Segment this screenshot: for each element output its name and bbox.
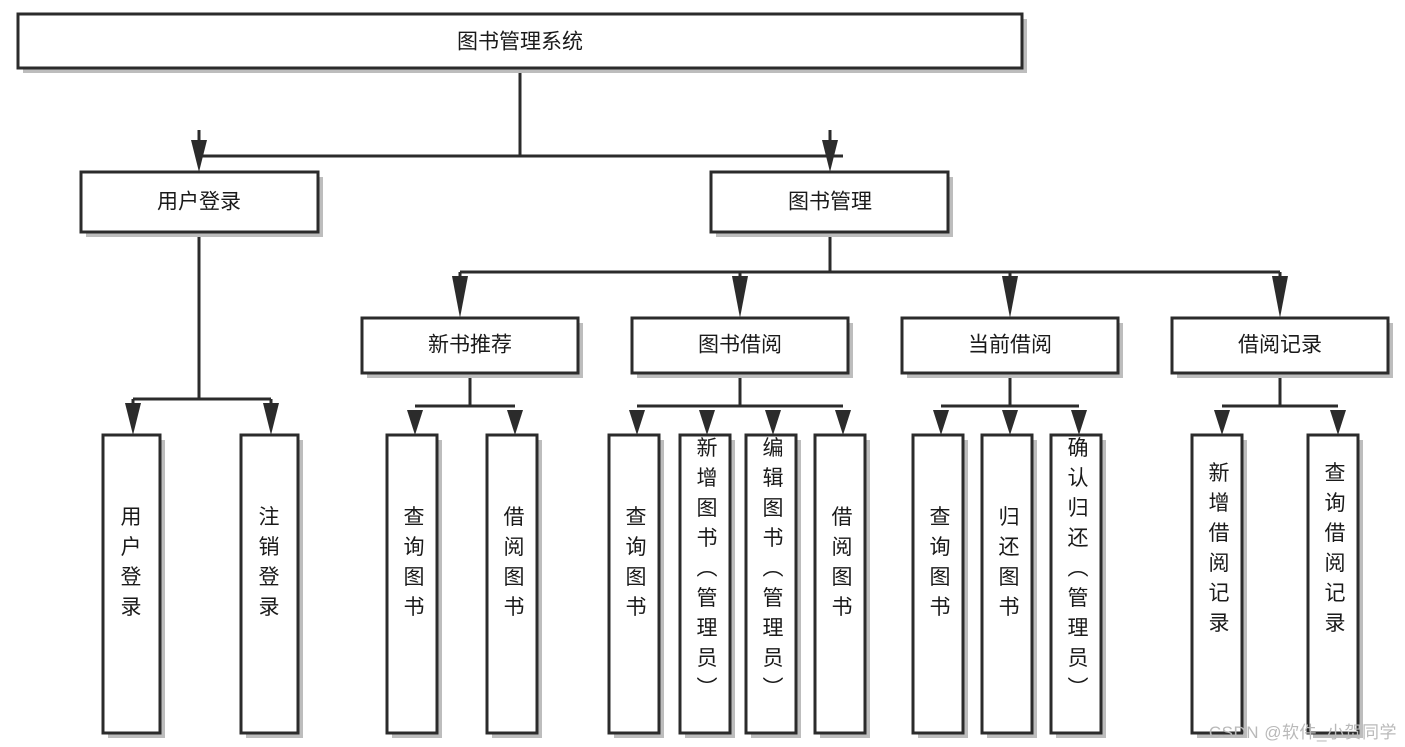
leaf-new-book-query-box[interactable]: [385, 433, 439, 735]
leaf-user-login-login[interactable]: 用户登录: [101, 433, 165, 738]
arrow-head-currentborrow-leaf-2: [1002, 410, 1018, 435]
leaf-user-login-login-box[interactable]: [101, 433, 162, 735]
arrow-head-newbook-leaf-2: [507, 410, 523, 435]
arrow-head-borrowrecord-leaf-2: [1330, 410, 1346, 435]
leaf-current-borrow-query-box[interactable]: [911, 433, 965, 735]
arrow-head-bookborrow-leaf-2: [699, 410, 715, 435]
arrow-head-borrow-record: [1272, 276, 1288, 318]
node-root[interactable]: 图书管理系统: [16, 12, 1027, 73]
leaf-new-book-borrow-box[interactable]: [485, 433, 539, 735]
leaf-new-book-borrow-label: 借阅图书: [504, 506, 525, 619]
arrow-head-book-borrow: [732, 276, 748, 318]
node-new-book-recommend-box[interactable]: [360, 316, 580, 375]
node-root-box[interactable]: [16, 12, 1024, 70]
leaf-borrow-record-add-box[interactable]: [1190, 433, 1244, 735]
leaf-new-book-query[interactable]: 查询图书: [385, 433, 442, 738]
leaf-current-borrow-confirm-label: 确认归还︵管理员︶: [1068, 437, 1089, 700]
leaf-user-login-logout-box[interactable]: [239, 433, 300, 735]
leaf-borrow-record-query[interactable]: 查询借阅记录: [1306, 433, 1363, 738]
leaf-current-borrow-return-label: 归还图书: [999, 506, 1020, 619]
arrow-head-user-login: [191, 140, 207, 172]
leaf-user-login-logout-label: 注销登录: [259, 506, 280, 619]
leaf-book-borrow-edit[interactable]: 编辑图书︵管理员︶: [744, 433, 801, 738]
node-current-borrow[interactable]: 当前借阅: [900, 316, 1123, 378]
leaf-borrow-record-query-label: 查询借阅记录: [1325, 462, 1346, 635]
arrow-head-bookborrow-leaf-3: [765, 410, 781, 435]
node-borrow-record-box[interactable]: [1170, 316, 1390, 375]
leaf-book-borrow-query-box[interactable]: [607, 433, 661, 735]
leaf-current-borrow-return[interactable]: 归还图书: [980, 433, 1037, 738]
arrow-head-currentborrow-leaf-3: [1071, 410, 1087, 435]
leaf-new-book-query-label: 查询图书: [404, 506, 425, 619]
leaf-current-borrow-confirm-box[interactable]: [1049, 433, 1103, 735]
leaf-book-borrow-add-box[interactable]: [678, 433, 732, 735]
leaf-book-borrow-add[interactable]: 新增图书︵管理员︶: [678, 433, 735, 738]
leaf-book-borrow-edit-box[interactable]: [744, 433, 798, 735]
arrow-head-bookborrow-leaf-1: [629, 410, 645, 435]
node-root-label: 图书管理系统: [457, 31, 583, 54]
node-user-login-box[interactable]: [79, 170, 320, 234]
arrow-head-newbook-leaf-1: [407, 410, 423, 435]
leaf-current-borrow-query[interactable]: 查询图书: [911, 433, 968, 738]
arrow-head-currentborrow-leaf-1: [933, 410, 949, 435]
leaf-current-borrow-confirm[interactable]: 确认归还︵管理员︶: [1049, 433, 1106, 738]
arrow-head-current-borrow: [1002, 276, 1018, 318]
leaf-book-borrow-borrow[interactable]: 借阅图书: [813, 433, 870, 738]
leaf-borrow-record-add[interactable]: 新增借阅记录: [1190, 433, 1247, 738]
leaf-current-borrow-return-box[interactable]: [980, 433, 1034, 735]
leaf-current-borrow-query-label: 查询图书: [930, 506, 951, 619]
arrow-head-leaf-logout: [263, 403, 279, 435]
node-current-borrow-box[interactable]: [900, 316, 1120, 375]
node-borrow-record-label: 借阅记录: [1238, 334, 1322, 357]
leaf-book-borrow-edit-label: 编辑图书︵管理员︶: [763, 437, 784, 700]
node-current-borrow-label: 当前借阅: [968, 334, 1052, 357]
arrow-head-borrowrecord-leaf-1: [1214, 410, 1230, 435]
leaf-book-borrow-add-label: 新增图书︵管理员︶: [697, 437, 718, 700]
arrow-head-book-manage: [822, 140, 838, 172]
connector-group: [125, 68, 1346, 435]
node-user-login[interactable]: 用户登录: [79, 170, 323, 237]
arrow-head-new-book: [452, 276, 468, 318]
node-book-manage[interactable]: 图书管理: [709, 170, 953, 237]
node-new-book-recommend-label: 新书推荐: [428, 334, 512, 357]
node-book-manage-box[interactable]: [709, 170, 950, 234]
node-user-login-label: 用户登录: [157, 191, 241, 214]
leaf-borrow-record-query-box[interactable]: [1306, 433, 1360, 735]
node-book-borrow-label: 图书借阅: [698, 334, 782, 357]
arrow-head-bookborrow-leaf-4: [835, 410, 851, 435]
leaf-book-borrow-borrow-label: 借阅图书: [832, 506, 853, 619]
arrow-head-leaf-user-login: [125, 403, 141, 435]
node-book-manage-label: 图书管理: [788, 191, 872, 214]
node-book-borrow-box[interactable]: [630, 316, 850, 375]
leaf-book-borrow-query-label: 查询图书: [626, 506, 647, 619]
leaf-user-login-logout[interactable]: 注销登录: [239, 433, 303, 738]
node-borrow-record[interactable]: 借阅记录: [1170, 316, 1393, 378]
leaf-new-book-borrow[interactable]: 借阅图书: [485, 433, 542, 738]
node-new-book-recommend[interactable]: 新书推荐: [360, 316, 583, 378]
leaf-book-borrow-borrow-box[interactable]: [813, 433, 867, 735]
node-book-borrow[interactable]: 图书借阅: [630, 316, 853, 378]
leaf-borrow-record-add-label: 新增借阅记录: [1209, 462, 1230, 635]
leaf-book-borrow-query[interactable]: 查询图书: [607, 433, 664, 738]
leaf-user-login-login-label: 用户登录: [121, 506, 142, 619]
